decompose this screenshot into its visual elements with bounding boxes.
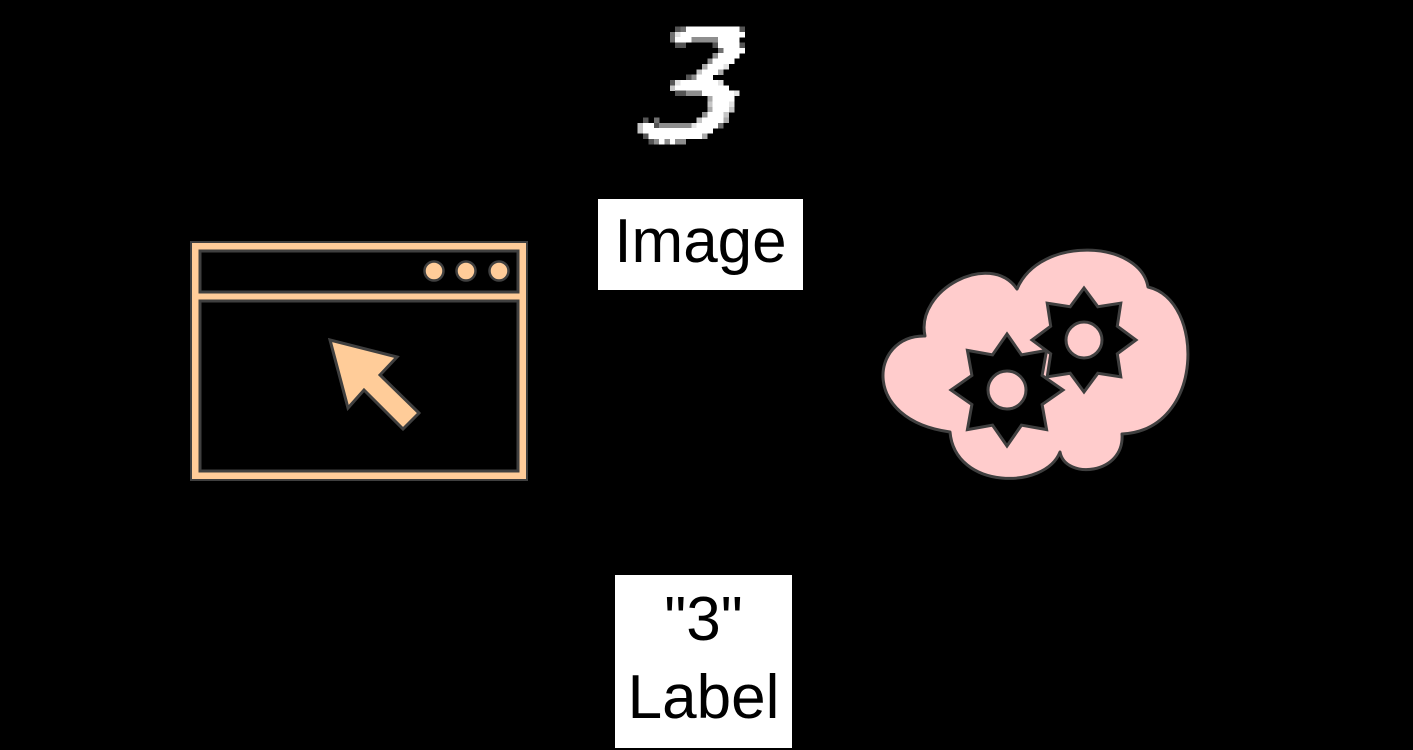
window-dots-icon: [423, 260, 510, 282]
cloud-gears-icon: [881, 248, 1190, 480]
label-box: "3" Label: [615, 575, 792, 748]
digit-image: [637, 26, 745, 145]
label-caption: Label: [627, 663, 780, 732]
browser-window-cursor-icon: [190, 241, 528, 481]
gears-icon: [948, 285, 1139, 449]
label-value: "3": [664, 585, 743, 654]
image-caption: Image: [598, 199, 803, 290]
cursor-arrow-icon: [327, 337, 422, 432]
